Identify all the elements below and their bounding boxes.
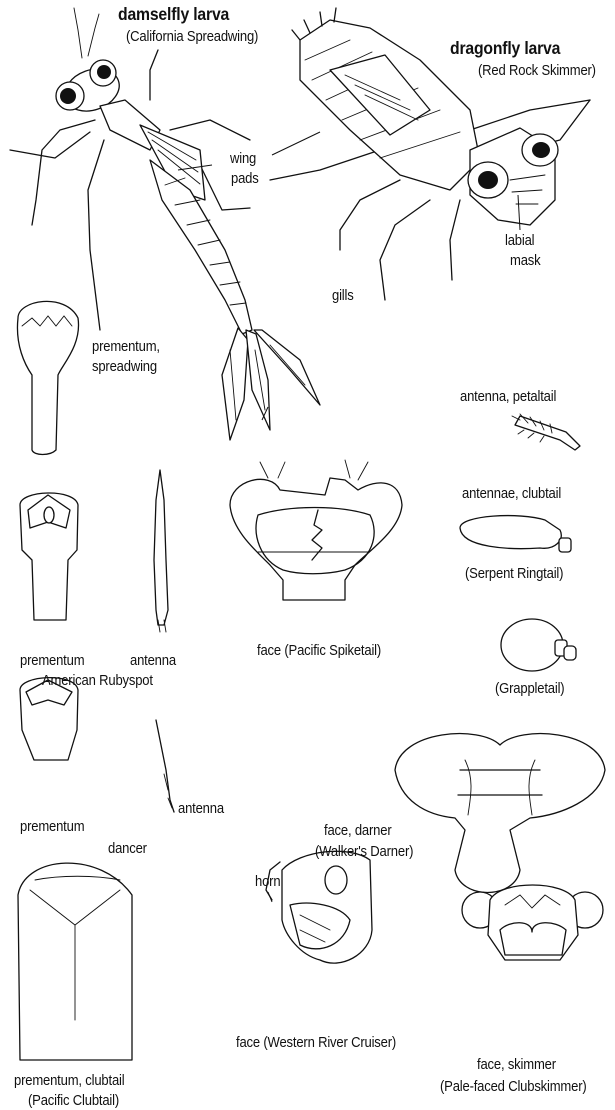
face-darner-label-1: face, darner (324, 822, 391, 840)
antenna-dancer-drawing (156, 720, 174, 812)
dragonfly-species-label: (Red Rock Skimmer) (478, 62, 596, 80)
antennae-clubtail-label: antennae, clubtail (462, 485, 561, 503)
horn-leader (268, 892, 272, 902)
horn-label: horn (255, 873, 280, 891)
prementum-clubtail-drawing (18, 863, 132, 1060)
antenna-petaltail-label: antenna, petaltail (460, 388, 556, 406)
serpent-ringtail-label: (Serpent Ringtail) (465, 565, 563, 583)
face-river-cruiser-label: face (Western River Cruiser) (236, 1034, 396, 1052)
prementum-spreadwing-label-2: spreadwing (92, 358, 157, 376)
wing-pads-label-2: pads (231, 170, 259, 188)
face-river-cruiser-drawing (266, 851, 372, 963)
labial-mask-label-1: labial (505, 232, 534, 250)
face-spiketail-drawing (230, 460, 402, 600)
wing-pads-leader-2 (272, 132, 320, 155)
antenna-grappletail-drawing (501, 619, 576, 671)
prementum-rubyspot-label: prementum (20, 652, 84, 670)
face-skimmer-label-2: (Pale-faced Clubskimmer) (440, 1078, 587, 1096)
gills-label: gills (332, 287, 354, 305)
american-rubyspot-label: American Rubyspot (42, 672, 153, 690)
prementum-spreadwing-drawing (17, 301, 78, 454)
prementum-spreadwing-label-1: prementum, (92, 338, 160, 356)
face-spiketail-label: face (Pacific Spiketail) (257, 642, 381, 660)
damselfly-species-label: (California Spreadwing) (126, 28, 258, 46)
dancer-label: dancer (108, 840, 147, 858)
prementum-rubyspot-drawing (20, 493, 78, 620)
grappletail-label: (Grappletail) (495, 680, 564, 698)
antenna-rubyspot-drawing (154, 470, 168, 632)
antenna-petaltail-drawing (512, 414, 580, 450)
face-darner-drawing (395, 734, 605, 893)
damselfly-larva-title: damselfly larva (118, 4, 229, 26)
prementum-dancer-label: prementum (20, 818, 84, 836)
prementum-clubtail-label-2: (Pacific Clubtail) (28, 1092, 119, 1110)
labial-mask-label-2: mask (510, 252, 540, 270)
wing-pads-label-1: wing (230, 150, 256, 168)
prementum-clubtail-label-1: prementum, clubtail (14, 1072, 124, 1090)
antenna-dancer-label: antenna (178, 800, 224, 818)
face-skimmer-label-1: face, skimmer (477, 1056, 556, 1074)
antenna-rubyspot-label: antenna (130, 652, 176, 670)
dragonfly-larva-title: dragonfly larva (450, 38, 560, 60)
face-darner-label-2: (Walker's Darner) (315, 843, 413, 861)
face-skimmer-drawing (462, 885, 603, 960)
antenna-serpent-ringtail-drawing (460, 516, 571, 552)
